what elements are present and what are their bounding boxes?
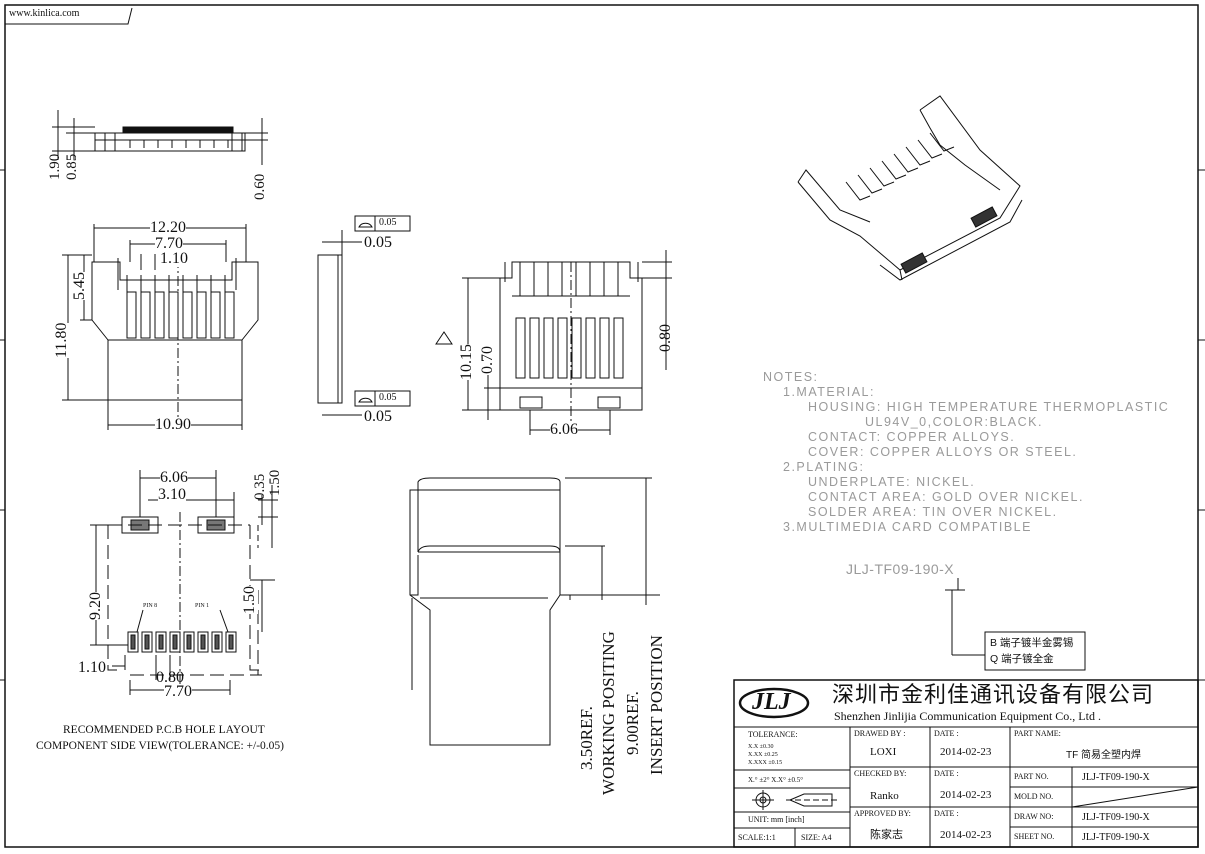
plating-option: B 端子镀半金雾锡 bbox=[990, 637, 1074, 649]
mold-no-label: MOLD NO. bbox=[1014, 792, 1054, 801]
notes-line: CONTACT AREA: GOLD OVER NICKEL. bbox=[808, 490, 1084, 504]
sheet-no: JLJ-TF09-190-X bbox=[1082, 832, 1150, 843]
pin-label: PIN 1 bbox=[195, 603, 210, 609]
tolerance-label: TOLERANCE: bbox=[748, 730, 798, 739]
checked-by: Ranko bbox=[870, 790, 899, 802]
dim-label: 9.20 bbox=[87, 592, 104, 620]
pcb-caption: COMPONENT SIDE VIEW(TOLERANCE: +/-0.05) bbox=[36, 740, 284, 752]
notes-line: UL94V_0,COLOR:BLACK. bbox=[865, 415, 1043, 429]
drawn-by-label: DRAWED BY : bbox=[854, 729, 906, 738]
checked-by-label: CHECKED BY: bbox=[854, 769, 907, 778]
drawn-by: LOXI bbox=[870, 746, 897, 758]
unit-label: UNIT: mm [inch] bbox=[748, 815, 805, 824]
notes-line: 2.PLATING: bbox=[783, 460, 865, 474]
dim-label: 1.50 bbox=[241, 586, 258, 614]
dim-label: 7.70 bbox=[164, 683, 192, 700]
flatness-value: 0.05 bbox=[379, 392, 397, 403]
notes-line: SOLDER AREA: TIN OVER NICKEL. bbox=[808, 505, 1058, 519]
approved-by: 陈家志 bbox=[870, 829, 903, 841]
date-value: 2014-02-23 bbox=[940, 789, 992, 801]
dim-label: 6.06 bbox=[550, 421, 578, 438]
date-label: DATE : bbox=[934, 769, 959, 778]
company-logo bbox=[738, 687, 810, 719]
dim-label: 6.06 bbox=[160, 469, 188, 486]
title-block-grid bbox=[733, 679, 1199, 848]
dim-label: 1.10 bbox=[78, 659, 106, 676]
dim-label: 1.10 bbox=[160, 250, 188, 267]
dim-label: 12.20 bbox=[150, 219, 186, 236]
pcb-pads bbox=[127, 631, 237, 653]
logo-text: JLJ bbox=[752, 689, 791, 715]
notes-line: NOTES: bbox=[763, 370, 819, 384]
size-label: SIZE: A4 bbox=[801, 833, 832, 842]
position-label: WORKING POSITING bbox=[599, 631, 618, 795]
dim-label: 10.90 bbox=[155, 416, 191, 433]
watermark-url: www.kinlica.com bbox=[9, 8, 80, 19]
dim-label: 10.15 bbox=[458, 344, 475, 380]
dim-label: 0.60 bbox=[252, 173, 268, 200]
flatness-frame-top bbox=[354, 215, 411, 232]
date-value: 2014-02-23 bbox=[940, 829, 992, 841]
dim-label: 0.35 bbox=[252, 473, 268, 500]
dim-label: 3.50REF. bbox=[577, 706, 596, 770]
dim-label: 9.00REF. bbox=[623, 691, 642, 755]
top-view bbox=[52, 110, 268, 165]
notes-line: UNDERPLATE: NICKEL. bbox=[808, 475, 976, 489]
company-name-en: Shenzhen Jinlijia Communication Equipmen… bbox=[834, 709, 1101, 723]
notes-line: HOUSING: HIGH TEMPERATURE THERMOPLASTIC bbox=[808, 400, 1170, 414]
dim-label: 5.45 bbox=[71, 272, 88, 300]
part-name-label: PART NAME: bbox=[1014, 729, 1061, 738]
url-tab bbox=[5, 7, 133, 25]
part-name: TF 简易全塑内焊 bbox=[1066, 750, 1141, 761]
dim-label: 1.90 bbox=[47, 153, 63, 180]
dim-label: 0.80 bbox=[657, 324, 674, 352]
tolerance-xxx: X.XXX ±0.15 bbox=[748, 760, 783, 766]
scale-label: SCALE:1:1 bbox=[738, 833, 776, 842]
pin-label: PIN 8 bbox=[143, 603, 158, 609]
revision-triangle bbox=[435, 331, 453, 345]
dim-label: 3.10 bbox=[158, 486, 186, 503]
tolerance-x: X.X ±0.30 bbox=[748, 744, 774, 750]
draw-no-label: DRAW NO: bbox=[1014, 812, 1054, 821]
sheet-no-label: SHEET NO. bbox=[1014, 832, 1055, 841]
dim-label: 0.80 bbox=[156, 669, 184, 686]
date-label: DATE : bbox=[934, 729, 959, 738]
notes-line: CONTACT: COPPER ALLOYS. bbox=[808, 430, 1016, 444]
notes-line: COVER: COPPER ALLOYS OR STEEL. bbox=[808, 445, 1078, 459]
tolerance-angle: X.° ±2° X.X° ±0.5° bbox=[748, 776, 804, 784]
dim-label: 1.50 bbox=[267, 469, 283, 496]
flatness-value: 0.05 bbox=[379, 217, 397, 228]
sheet-border bbox=[4, 4, 1199, 848]
date-label: DATE : bbox=[934, 809, 959, 818]
dim-label: 11.80 bbox=[53, 322, 70, 358]
dim-label: 0.85 bbox=[64, 153, 80, 180]
pcb-layout bbox=[90, 470, 278, 695]
position-label: INSERT POSITION bbox=[647, 635, 666, 775]
notes-line: 1.MATERIAL: bbox=[783, 385, 875, 399]
insert-view bbox=[409, 477, 660, 746]
plating-option: Q 端子镀全金 bbox=[990, 653, 1054, 665]
draw-no: JLJ-TF09-190-X bbox=[1082, 812, 1150, 823]
part-code: JLJ-TF09-190-X bbox=[846, 561, 955, 577]
dim-label: 7.70 bbox=[155, 235, 183, 252]
dim-label: 0.05 bbox=[364, 234, 392, 251]
company-name-cn: 深圳市金利佳通讯设备有限公司 bbox=[832, 682, 1155, 707]
pcb-caption: RECOMMENDED P.C.B HOLE LAYOUT bbox=[63, 724, 265, 736]
dim-label: 0.70 bbox=[479, 346, 496, 374]
bottom-view bbox=[435, 250, 672, 435]
part-no-label: PART NO. bbox=[1014, 772, 1049, 781]
contacts-front bbox=[126, 275, 235, 339]
part-no: JLJ-TF09-190-X bbox=[1082, 772, 1150, 783]
tolerance-xx: X.XX ±0.25 bbox=[748, 752, 778, 758]
part-code-leader bbox=[945, 578, 1086, 671]
approved-by-label: APPROVED BY: bbox=[854, 809, 911, 818]
dim-label: 0.05 bbox=[364, 408, 392, 425]
date-value: 2014-02-23 bbox=[940, 746, 992, 758]
flatness-frame-bottom bbox=[354, 390, 411, 407]
side-view bbox=[317, 215, 411, 416]
notes-line: 3.MULTIMEDIA CARD COMPATIBLE bbox=[783, 520, 1032, 534]
iso-contacts bbox=[845, 132, 955, 201]
isometric-view bbox=[797, 95, 1023, 281]
